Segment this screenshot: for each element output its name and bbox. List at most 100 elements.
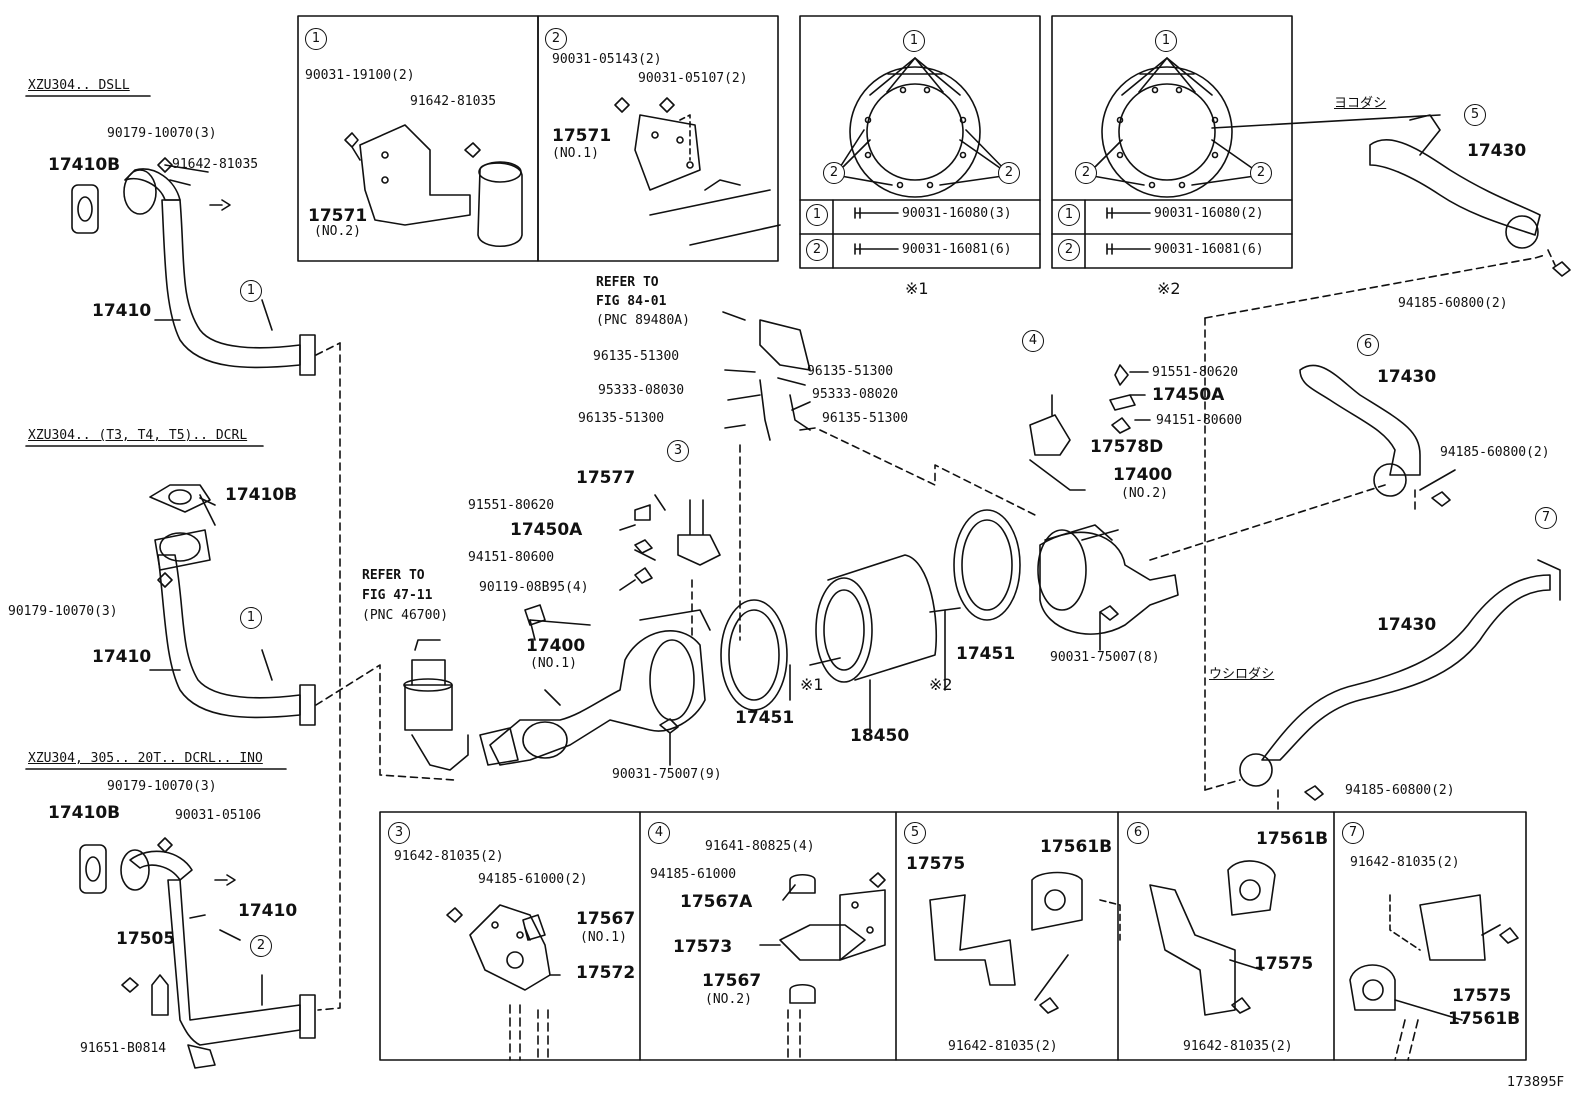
callout-7: 7 xyxy=(1535,507,1557,529)
part-label[interactable]: 90031-16081(6) xyxy=(902,242,1012,257)
part-label[interactable]: 17567 xyxy=(702,971,762,991)
callout-4: 4 xyxy=(648,822,670,844)
part-label: (NO.1) xyxy=(552,146,599,161)
part-label[interactable]: 94151-80600 xyxy=(1156,413,1243,428)
part-label[interactable]: 17410B xyxy=(48,803,121,823)
part-label[interactable]: 90179-10070(3) xyxy=(107,779,217,794)
part-label[interactable]: 17567A xyxy=(680,892,753,912)
callout-1: 1 xyxy=(806,204,828,226)
part-label[interactable]: 95333-08030 xyxy=(598,383,685,398)
part-label[interactable]: 90031-05143(2) xyxy=(552,52,662,67)
callout-2: 2 xyxy=(998,162,1020,184)
mark-2: ※2 xyxy=(1157,279,1181,298)
part-label[interactable]: 17571 xyxy=(552,126,612,146)
variant-jp-label: ヨコダシ xyxy=(1334,96,1387,111)
callout-1: 1 xyxy=(1058,204,1080,226)
part-label[interactable]: 17578D xyxy=(1090,437,1164,457)
part-label[interactable]: 90031-75007(9) xyxy=(612,767,722,782)
part-label[interactable]: 91551-80620 xyxy=(468,498,555,513)
part-label[interactable]: 17561B xyxy=(1448,1009,1521,1029)
part-label[interactable]: 17572 xyxy=(576,963,636,983)
part-label[interactable]: 90119-08B95(4) xyxy=(479,580,589,595)
part-label[interactable]: 91642-81035 xyxy=(410,94,497,109)
part-label[interactable]: 96135-51300 xyxy=(578,411,665,426)
part-label[interactable]: 17561B xyxy=(1040,837,1113,857)
part-label[interactable]: 94185-60800(2) xyxy=(1345,783,1455,798)
variant-jp-label: ウシロダシ xyxy=(1209,667,1275,682)
part-label[interactable]: 91641-80825(4) xyxy=(705,839,815,854)
part-label[interactable]: 17505 xyxy=(116,929,176,949)
part-label[interactable]: 91642-81035 xyxy=(172,157,259,172)
part-label[interactable]: 94185-61000(2) xyxy=(478,872,588,887)
callout-2: 2 xyxy=(250,935,272,957)
part-label[interactable]: 90179-10070(3) xyxy=(107,126,217,141)
refer-text[interactable]: FIG 84-01 xyxy=(596,294,667,309)
part-label[interactable]: 17451 xyxy=(956,644,1016,664)
part-label[interactable]: 17410B xyxy=(48,155,121,175)
callout-3: 3 xyxy=(667,440,689,462)
refer-text: (PNC 89480A) xyxy=(596,313,690,328)
part-label[interactable]: 18450 xyxy=(850,726,910,746)
part-label[interactable]: 17450A xyxy=(1152,385,1225,405)
part-label[interactable]: 17575 xyxy=(1254,954,1314,974)
part-label[interactable]: 17410 xyxy=(92,647,152,667)
part-label[interactable]: 91551-80620 xyxy=(1152,365,1239,380)
part-label[interactable]: 94185-60800(2) xyxy=(1440,445,1550,460)
part-label: (NO.2) xyxy=(705,992,752,1007)
part-label[interactable]: 17430 xyxy=(1377,367,1437,387)
part-label[interactable]: 17430 xyxy=(1377,615,1437,635)
part-label[interactable]: 90031-16080(3) xyxy=(902,206,1012,221)
callout-4: 4 xyxy=(1022,330,1044,352)
callout-5: 5 xyxy=(904,822,926,844)
part-label[interactable]: 90031-05107(2) xyxy=(638,71,748,86)
mark-2: ※2 xyxy=(929,675,953,694)
part-label[interactable]: 90031-75007(8) xyxy=(1050,650,1160,665)
part-label[interactable]: 96135-51300 xyxy=(593,349,680,364)
part-label[interactable]: 17400 xyxy=(526,636,586,656)
part-label[interactable]: 91642-81035(2) xyxy=(394,849,504,864)
part-label[interactable]: 17430 xyxy=(1467,141,1527,161)
part-label[interactable]: 17573 xyxy=(673,937,733,957)
refer-text: REFER TO xyxy=(362,568,425,583)
part-label[interactable]: 91642-81035(2) xyxy=(1183,1039,1293,1054)
part-label[interactable]: 91651-B0814 xyxy=(80,1041,167,1056)
part-label[interactable]: 17400 xyxy=(1113,465,1173,485)
callout-7: 7 xyxy=(1342,822,1364,844)
part-label[interactable]: 17410B xyxy=(225,485,298,505)
refer-text[interactable]: FIG 47-11 xyxy=(362,588,433,603)
part-label[interactable]: 90179-10070(3) xyxy=(8,604,118,619)
refer-text: (PNC 46700) xyxy=(362,608,449,623)
part-label[interactable]: 90031-16080(2) xyxy=(1154,206,1264,221)
part-label[interactable]: 90031-19100(2) xyxy=(305,68,415,83)
part-label[interactable]: 17575 xyxy=(906,854,966,874)
part-label[interactable]: 90031-16081(6) xyxy=(1154,242,1264,257)
part-label[interactable]: 17567 xyxy=(576,909,636,929)
part-label[interactable]: 17410 xyxy=(92,301,152,321)
part-label[interactable]: 94151-80600 xyxy=(468,550,555,565)
part-label[interactable]: 17450A xyxy=(510,520,583,540)
part-label[interactable]: 95333-08020 xyxy=(812,387,899,402)
part-label[interactable]: 90031-05106 xyxy=(175,808,262,823)
variant-heading-1: XZU304.. DSLL xyxy=(28,78,130,93)
part-label[interactable]: 17577 xyxy=(576,468,636,488)
refer-text: REFER TO xyxy=(596,275,659,290)
part-label[interactable]: 17410 xyxy=(238,901,298,921)
callout-2: 2 xyxy=(1058,239,1080,261)
callout-5: 5 xyxy=(1464,104,1486,126)
part-label[interactable]: 96135-51300 xyxy=(807,364,894,379)
callout-2: 2 xyxy=(806,239,828,261)
callout-1: 1 xyxy=(240,280,262,302)
part-label: (NO.1) xyxy=(530,656,577,671)
part-label[interactable]: 94185-61000 xyxy=(650,867,737,882)
part-label[interactable]: 17571 xyxy=(308,206,368,226)
part-label[interactable]: 17575 xyxy=(1452,986,1512,1006)
callout-6: 6 xyxy=(1357,334,1379,356)
part-label[interactable]: 96135-51300 xyxy=(822,411,909,426)
part-label[interactable]: 91642-81035(2) xyxy=(1350,855,1460,870)
part-label[interactable]: 17451 xyxy=(735,708,795,728)
part-label[interactable]: 91642-81035(2) xyxy=(948,1039,1058,1054)
part-label: (NO.2) xyxy=(314,224,361,239)
part-label[interactable]: 17561B xyxy=(1256,829,1329,849)
part-label[interactable]: 94185-60800(2) xyxy=(1398,296,1508,311)
